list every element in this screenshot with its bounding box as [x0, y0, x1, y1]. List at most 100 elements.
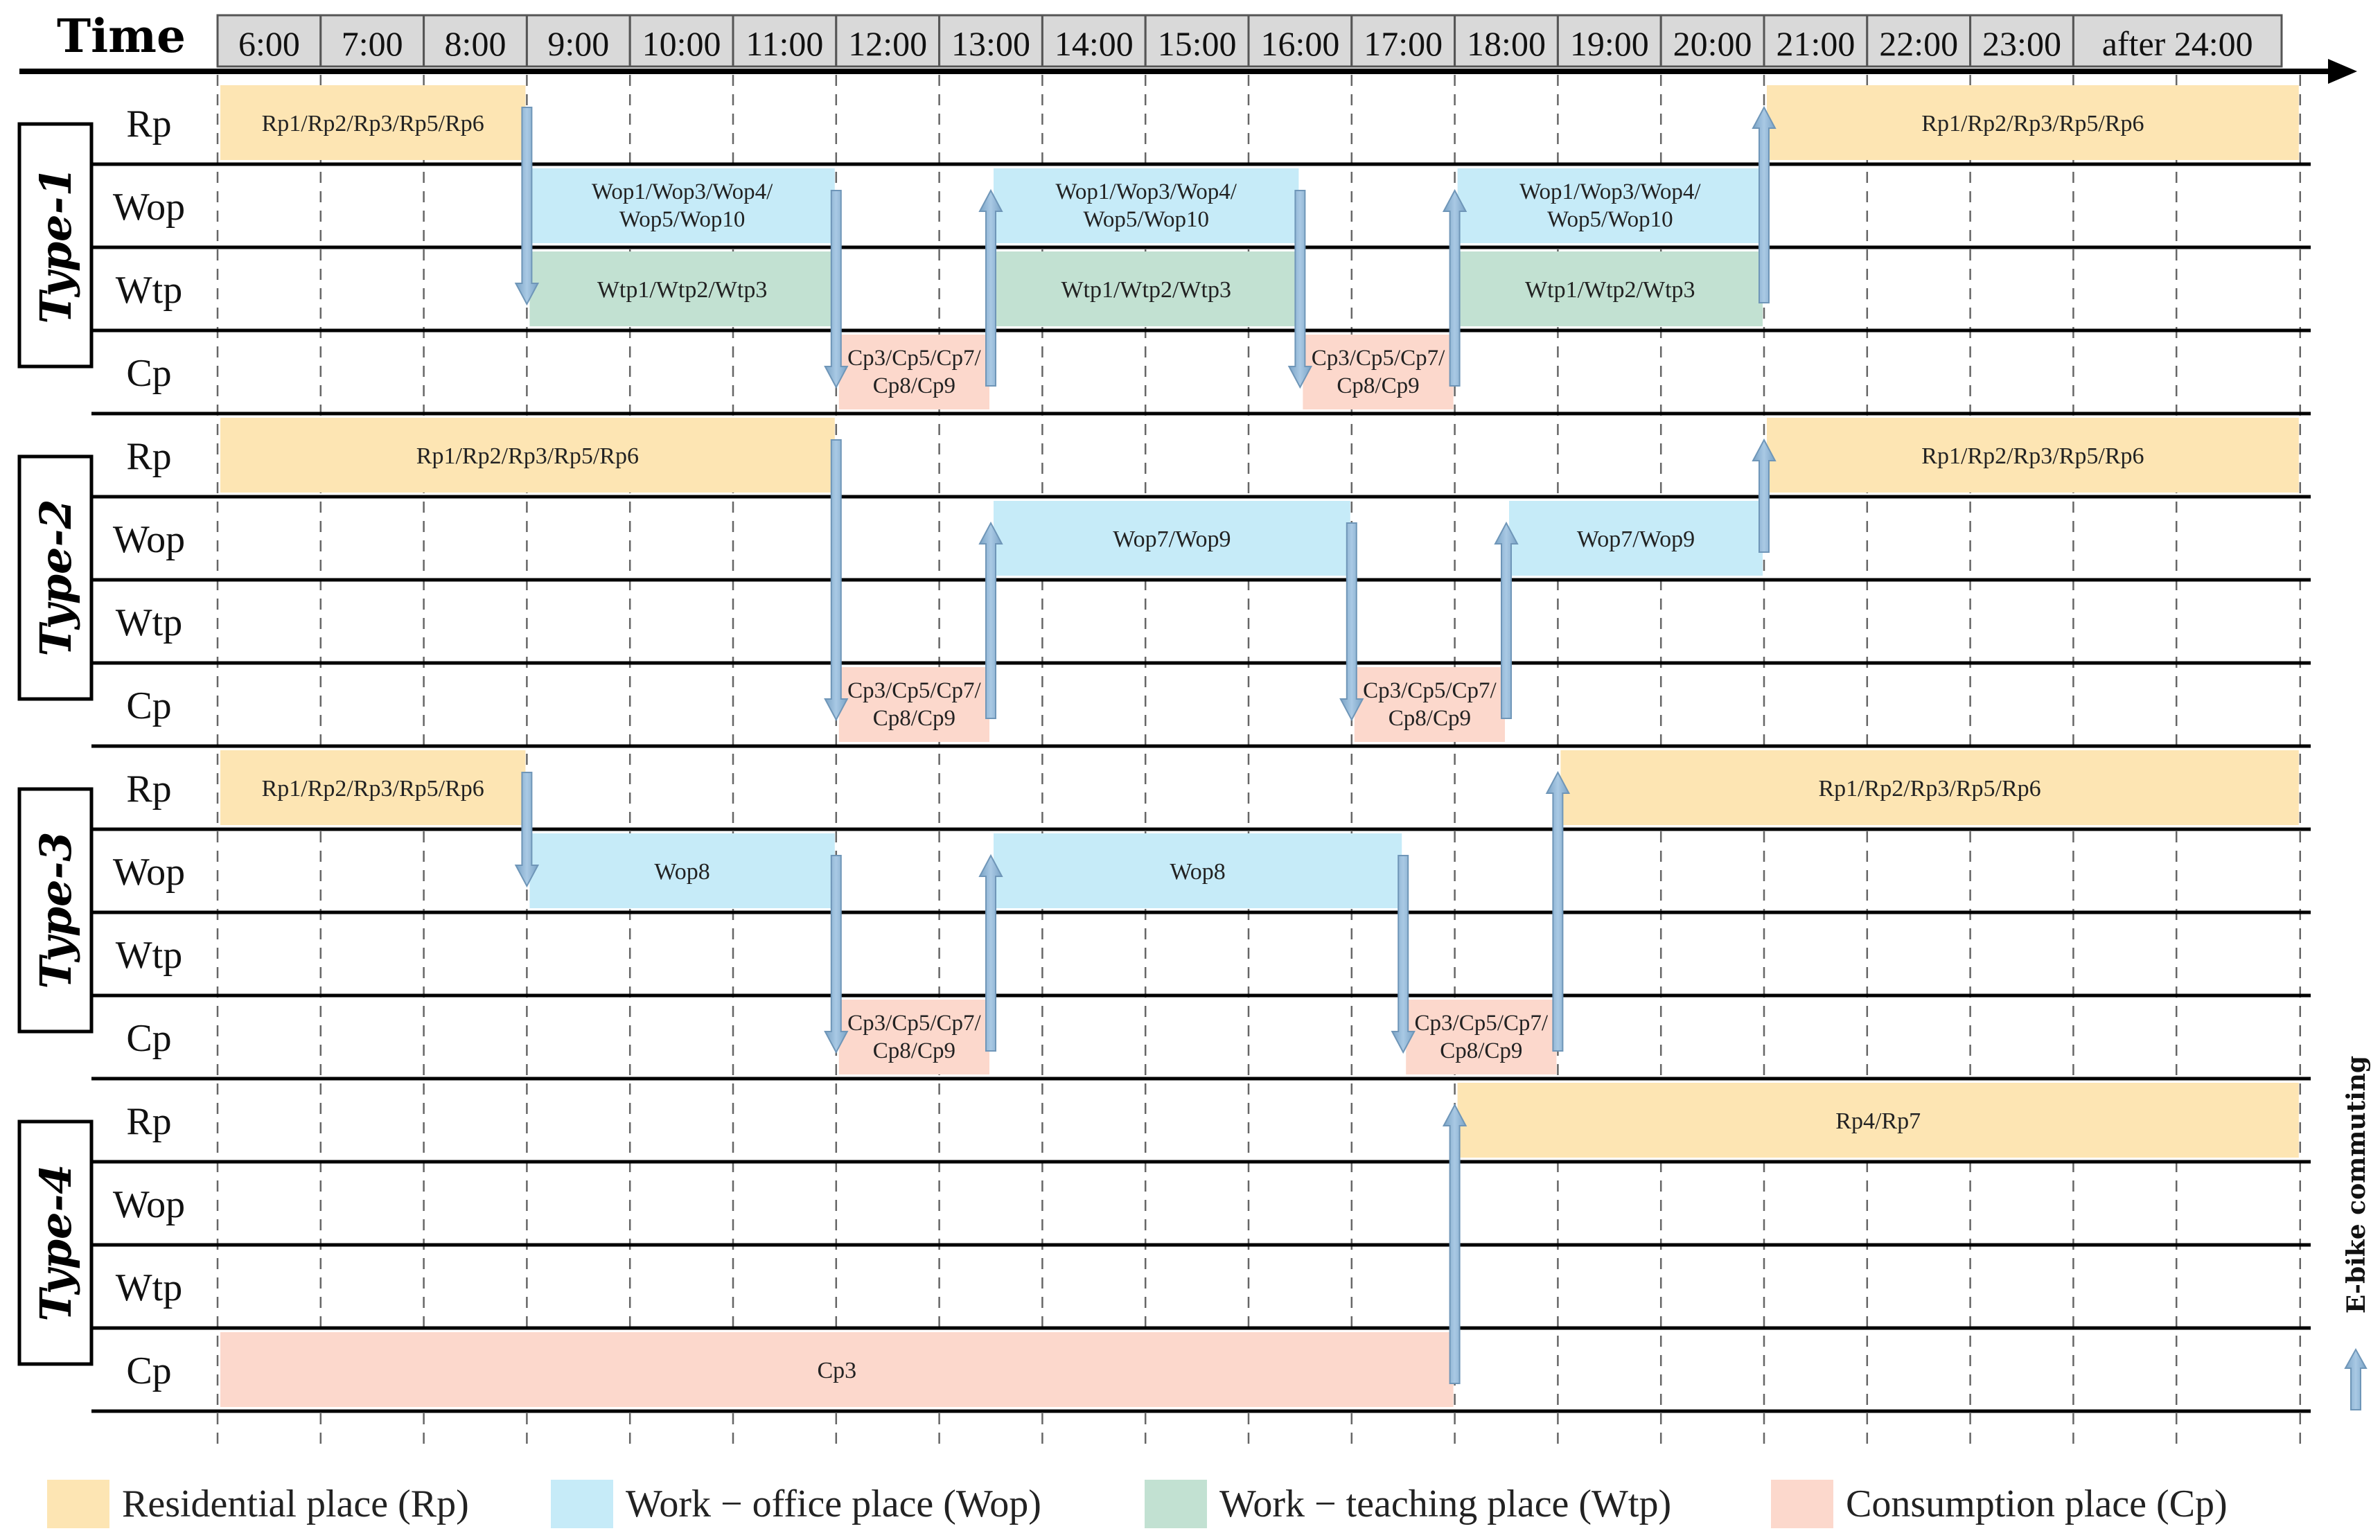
time-cell	[732, 14, 838, 68]
activity-label: Cp8/Cp9	[873, 706, 955, 731]
activity-block-cp	[1406, 1000, 1557, 1074]
activity-block-rp	[1560, 750, 2299, 825]
time-cell	[1866, 14, 1972, 68]
time-cell	[938, 14, 1043, 68]
type-box	[17, 454, 94, 701]
time-label: 19:00	[1570, 24, 1649, 63]
activity-label: Cp8/Cp9	[1337, 373, 1419, 398]
activity-label: Cp3/Cp5/Cp7/	[1363, 678, 1497, 703]
activity-block-rp	[220, 750, 526, 825]
legend-wop: Work − office place (Wop)	[551, 1474, 1041, 1534]
time-label: 12:00	[848, 24, 927, 63]
time-cell	[628, 14, 734, 68]
ebike-arrow-icon	[2344, 1347, 2368, 1410]
time-label: 21:00	[1776, 24, 1855, 63]
activity-label: Cp3	[817, 1358, 856, 1383]
activity-label: Rp1/Rp2/Rp3/Rp5/Rp6	[1818, 776, 2040, 802]
commute-arrow	[514, 107, 540, 306]
time-cell	[1350, 14, 1456, 68]
commute-arrow	[1391, 855, 1416, 1054]
time-cell	[1556, 14, 1662, 68]
time-label: 16:00	[1260, 24, 1339, 63]
time-label: 15:00	[1158, 24, 1237, 63]
time-cell	[835, 14, 941, 68]
row-label-rp: Rp	[126, 435, 171, 478]
activity-block-rp	[1767, 85, 2299, 160]
commute-arrow	[1752, 105, 1777, 303]
activity-block-wop	[1509, 501, 1763, 576]
activity-label: Wop1/Wop3/Wop4/	[592, 179, 773, 204]
row-labels: RpWopWtpCpType-1RpWopWtpCpType-2RpWopWtp…	[17, 103, 185, 1392]
time-label: 18:00	[1467, 24, 1546, 63]
activity-block-cp	[1354, 667, 1505, 742]
time-axis-arrowhead	[2328, 59, 2357, 84]
activity-label: Cp3/Cp5/Cp7/	[847, 1011, 981, 1036]
row-lines	[91, 162, 2311, 1413]
activity-label: Cp8/Cp9	[1440, 1038, 1522, 1063]
activity-label: Cp3/Cp5/Cp7/	[847, 678, 981, 703]
ebike-legend: E-bike commuting	[2342, 1056, 2371, 1410]
commute-arrow	[1494, 521, 1519, 719]
row-label-rp: Rp	[126, 1100, 171, 1143]
activity-label: Wop5/Wop10	[1083, 207, 1209, 232]
row-label-cp: Cp	[126, 684, 171, 727]
legend-label-cp: Consumption place (Cp)	[1846, 1483, 2228, 1525]
activity-block-rp	[1457, 1083, 2299, 1158]
time-label: 7:00	[342, 24, 403, 63]
time-title: Time	[57, 9, 186, 63]
commute-arrow	[978, 853, 1003, 1052]
activity-label: Rp4/Rp7	[1835, 1108, 1921, 1134]
legend-swatch-cp	[1771, 1480, 1833, 1528]
commute-arrow	[978, 188, 1003, 387]
activity-label: Wop8	[654, 859, 709, 885]
time-label: after 24:00	[2102, 24, 2253, 63]
row-label-wtp: Wtp	[116, 934, 182, 977]
commute-arrow	[1442, 188, 1467, 387]
time-cell	[1041, 14, 1147, 68]
time-label: 13:00	[951, 24, 1030, 63]
activity-label: Rp1/Rp2/Rp3/Rp5/Rp6	[262, 776, 484, 802]
time-label: 14:00	[1055, 24, 1134, 63]
row-label-cp: Cp	[126, 352, 171, 395]
commute-arrow	[514, 772, 540, 888]
activity-block-wop	[994, 833, 1402, 908]
legend-swatch-wop	[551, 1480, 613, 1528]
time-label: 11:00	[746, 24, 823, 63]
legend-cp: Consumption place (Cp)	[1771, 1474, 2228, 1534]
activity-label: Wop7/Wop9	[1577, 526, 1695, 552]
activity-label: Rp1/Rp2/Rp3/Rp5/Rp6	[1921, 111, 2144, 136]
row-label-rp: Rp	[126, 768, 171, 811]
time-label: 8:00	[445, 24, 506, 63]
time-label: 23:00	[1982, 24, 2061, 63]
row-label-rp: Rp	[126, 103, 171, 145]
legend-label-wop: Work − office place (Wop)	[626, 1483, 1041, 1525]
commute-arrow	[824, 855, 849, 1054]
type-label: Type-2	[30, 499, 81, 656]
activity-block-cp	[838, 667, 989, 742]
legend-label-wtp: Work − teaching place (Wtp)	[1219, 1483, 1672, 1525]
activity-label: Wtp1/Wtp2/Wtp3	[1061, 277, 1231, 303]
type-label: Type-4	[30, 1164, 81, 1321]
activity-block-cp	[1303, 335, 1454, 409]
activity-block-wtp	[1457, 251, 1763, 326]
commute-arrow	[1339, 522, 1364, 722]
row-label-wtp: Wtp	[116, 601, 182, 644]
commute-arrow	[1442, 1103, 1467, 1384]
type-label: Type-1	[30, 166, 81, 324]
activity-block-wop	[994, 501, 1350, 576]
row-label-cp: Cp	[126, 1017, 171, 1060]
time-cell	[1454, 14, 1559, 68]
legend-wtp: Work − teaching place (Wtp)	[1145, 1474, 1671, 1534]
activity-block-cp	[220, 1332, 1454, 1407]
row-label-wtp: Wtp	[116, 1266, 182, 1309]
time-label: 17:00	[1364, 24, 1443, 63]
activity-label: Wtp1/Wtp2/Wtp3	[1525, 277, 1695, 303]
row-label-wtp: Wtp	[116, 269, 182, 312]
activity-label: Cp8/Cp9	[873, 373, 955, 398]
commute-arrow	[1752, 438, 1777, 553]
row-label-wop: Wop	[113, 851, 185, 894]
time-cell	[2072, 14, 2283, 68]
commute-arrow	[824, 439, 849, 722]
type-box	[17, 787, 94, 1034]
